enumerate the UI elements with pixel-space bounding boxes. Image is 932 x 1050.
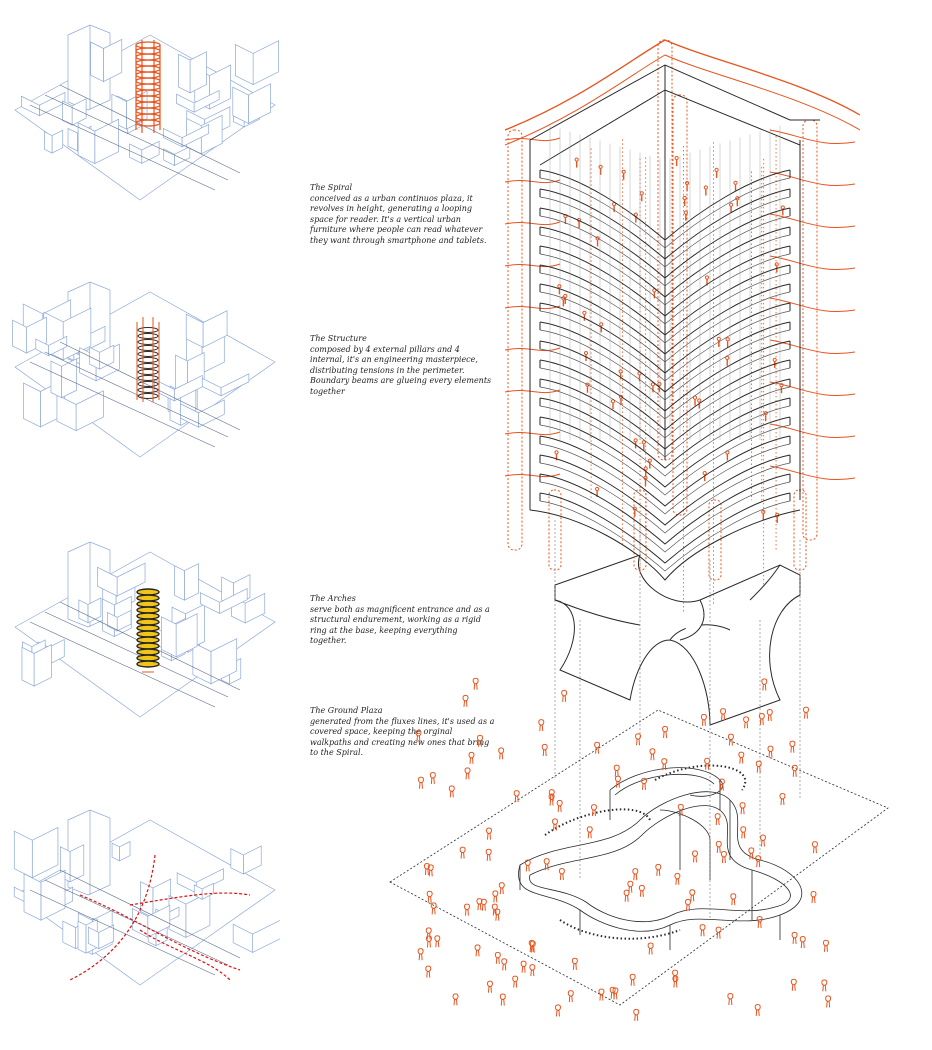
context-map-1 [14, 24, 279, 201]
section-title: The Spiral [310, 183, 353, 192]
context-diagram-spiral [10, 15, 280, 215]
context-map-3 [14, 541, 276, 718]
context-diagram-structure [10, 272, 280, 472]
section-structure: The Structure composed by 4 external pil… [310, 334, 495, 397]
arch-ring [554, 554, 801, 726]
section-title: The Structure [310, 334, 367, 343]
spiral-tower [529, 64, 820, 581]
section-ground-plaza: The Ground Plaza generated from the flux… [310, 706, 495, 759]
plaza-walkway-1 [518, 791, 803, 932]
exploded-axonometric [380, 20, 932, 1050]
plaza-curve [609, 767, 723, 797]
people [415, 677, 832, 1021]
section-body: serve both as magnificent entrance and a… [310, 604, 490, 646]
section-body: composed by 4 external pillars and 4 int… [310, 344, 492, 396]
section-title: The Ground Plaza [310, 706, 383, 715]
section-body: conceived as a urban continuos plaza, it… [310, 193, 487, 245]
section-arches: The Arches serve both as magnificent ent… [310, 594, 495, 647]
context-diagram-plaza [10, 800, 280, 1000]
section-body: generated from the fluxes lines, it's us… [310, 716, 495, 758]
context-map-4 [13, 809, 280, 986]
section-spiral: The Spiral conceived as a urban continuo… [310, 183, 495, 246]
arches [554, 554, 801, 726]
context-diagram-arches [10, 532, 280, 732]
plaza-plane [389, 709, 889, 1006]
external-structure [504, 39, 861, 615]
ground-plaza [389, 709, 889, 1006]
context-map-2 [12, 281, 276, 458]
section-title: The Arches [310, 594, 356, 603]
plaza-walkway-2 [529, 805, 791, 923]
